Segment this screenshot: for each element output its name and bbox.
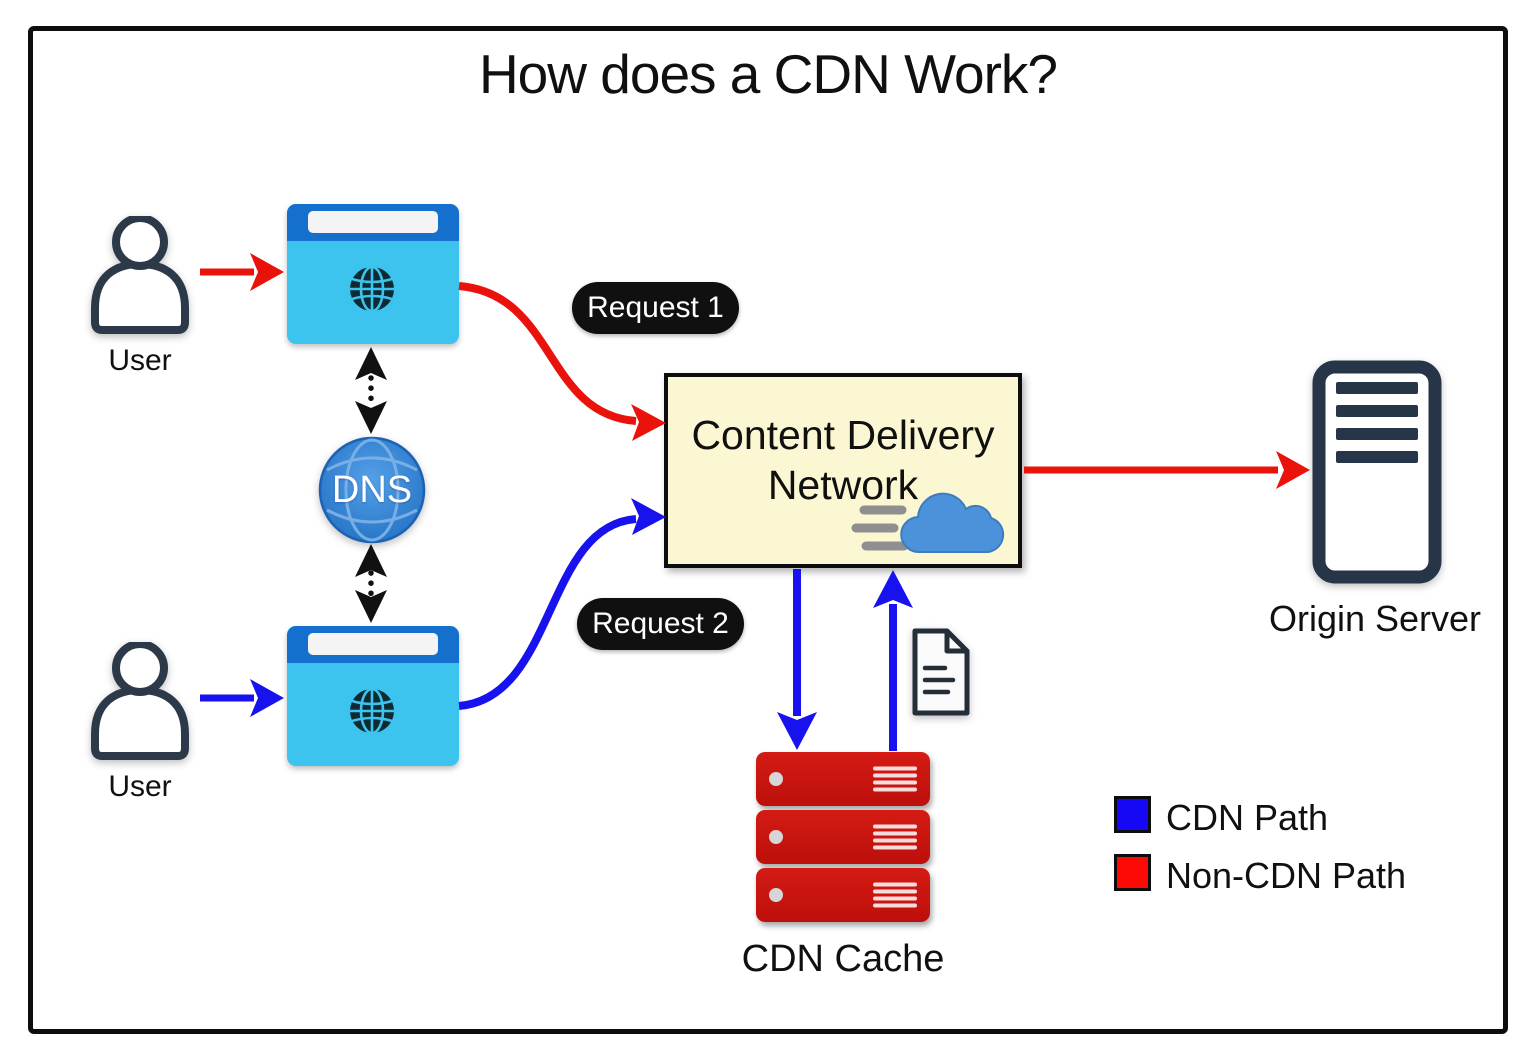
- legend-swatch-non-cdn-path: [1114, 854, 1151, 891]
- server-tower: [1312, 360, 1442, 584]
- address-bar: [308, 211, 438, 233]
- browser-header: [287, 204, 459, 241]
- dns-globe: DNS: [318, 436, 426, 544]
- server-led: [769, 830, 783, 844]
- user-head: [112, 216, 168, 270]
- document-icon: [912, 628, 970, 716]
- globe-grid: [350, 687, 394, 735]
- user-icon-top: [91, 216, 189, 334]
- server-slots: [1336, 382, 1418, 463]
- document-page: [912, 628, 970, 716]
- request-2-badge: Request 2: [577, 598, 744, 650]
- document-fold: [944, 631, 967, 654]
- page-title: How does a CDN Work?: [478, 43, 1058, 105]
- globe-icon: [350, 687, 394, 735]
- cloud-shape: [900, 492, 1005, 554]
- user-body: [91, 686, 189, 760]
- globe-grid: [350, 265, 394, 313]
- legend-swatch-cdn-path: [1114, 796, 1151, 833]
- cloud-icon: [851, 492, 1005, 554]
- cache-server-2: [756, 810, 930, 864]
- user-body: [91, 260, 189, 334]
- server-led: [769, 772, 783, 786]
- cdn-cache-label: CDN Cache: [741, 938, 945, 980]
- document-lines: [922, 665, 956, 695]
- dns-grid: [326, 438, 418, 542]
- dns-label: DNS: [331, 468, 413, 511]
- server-vents: [873, 822, 917, 853]
- user-label-top: User: [108, 344, 172, 377]
- origin-server-icon: [1312, 360, 1442, 584]
- diagram-frame: [28, 26, 1508, 1034]
- browser-window-bottom: [287, 626, 459, 766]
- cache-server-1: [756, 752, 930, 806]
- user-icon-bottom: [91, 642, 189, 760]
- user-label-bottom: User: [108, 770, 172, 803]
- server-vents: [873, 764, 917, 795]
- dns-globe-icon: [318, 436, 426, 544]
- cdn-network-label: Content Delivery Network: [691, 412, 995, 509]
- cdn-network-box: Content Delivery Network: [664, 373, 1022, 568]
- server-vents: [873, 880, 917, 911]
- legend-label-cdn-path: CDN Path: [1166, 797, 1329, 838]
- address-bar: [308, 633, 438, 655]
- browser-window-top: [287, 204, 459, 344]
- origin-server-label: Origin Server: [1268, 598, 1482, 639]
- legend-label-non-cdn-path: Non-CDN Path: [1166, 855, 1407, 896]
- user-head: [112, 642, 168, 696]
- browser-header: [287, 626, 459, 663]
- globe-icon: [350, 265, 394, 313]
- cloud-speed-lines: [851, 505, 909, 551]
- cache-server-3: [756, 868, 930, 922]
- dns-sphere: [318, 436, 426, 544]
- request-1-badge: Request 1: [572, 282, 739, 334]
- server-led: [769, 888, 783, 902]
